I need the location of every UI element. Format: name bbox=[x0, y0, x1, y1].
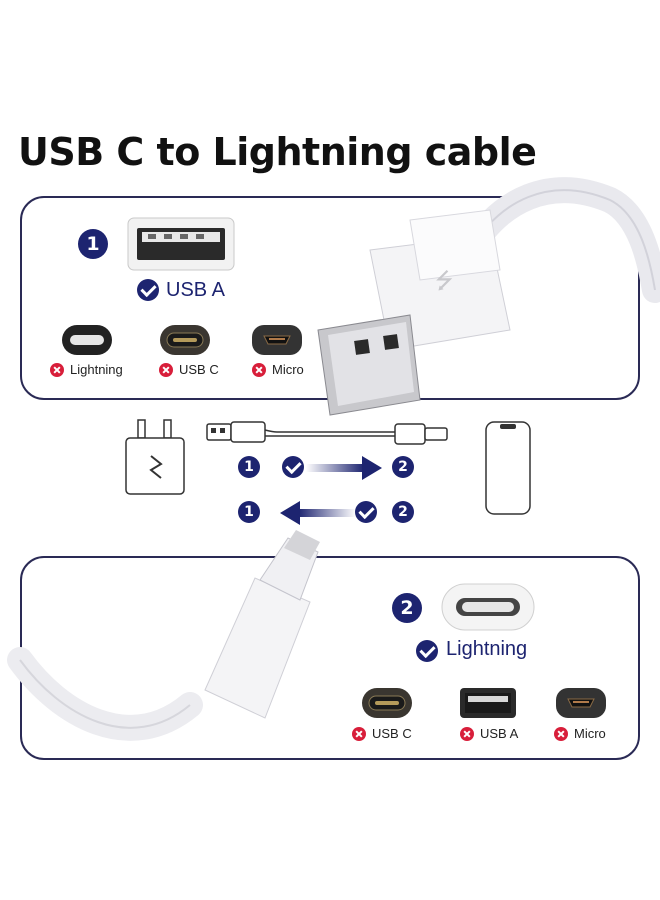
compatible-check-icon bbox=[416, 640, 438, 662]
flow-step-1: 1 bbox=[238, 456, 260, 478]
arrow-right-icon bbox=[306, 456, 382, 480]
page-title: USB C to Lightning cable bbox=[18, 130, 537, 174]
flow-step-2: 2 bbox=[392, 456, 414, 478]
step-number-2: 2 bbox=[392, 593, 422, 623]
incompatible-x-icon bbox=[554, 727, 568, 741]
power-adapter-icon bbox=[125, 419, 185, 495]
flow-check-icon bbox=[282, 456, 304, 478]
svg-text:⭍: ⭍ bbox=[435, 269, 453, 294]
compatible-check-icon bbox=[137, 279, 159, 301]
flow-check-icon bbox=[355, 501, 377, 523]
usb-a-port-icon bbox=[127, 217, 235, 271]
flow-step-1: 1 bbox=[238, 501, 260, 523]
step-number-1: 1 bbox=[78, 229, 108, 259]
usbc-port-icon bbox=[160, 325, 210, 355]
incompatible-port-label: Lightning bbox=[70, 362, 123, 377]
usba-port-icon bbox=[460, 688, 516, 718]
incompatible-port-label: USB C bbox=[179, 362, 219, 377]
usbc-port-icon bbox=[362, 688, 412, 718]
incompatible-port-label: Micro bbox=[272, 362, 304, 377]
compatible-port-label: Lightning bbox=[446, 638, 528, 660]
incompatible-port-label: USB A bbox=[480, 726, 519, 741]
micro-usb-port-icon bbox=[252, 325, 302, 355]
incompatible-x-icon bbox=[50, 363, 64, 377]
phone-icon bbox=[485, 421, 531, 515]
flow-step-2: 2 bbox=[392, 501, 414, 523]
compatible-port-label: USB A bbox=[166, 279, 225, 301]
incompatible-x-icon bbox=[352, 727, 366, 741]
lightning-port-icon bbox=[62, 325, 112, 355]
incompatible-port-label: Micro bbox=[574, 726, 606, 741]
incompatible-x-icon bbox=[460, 727, 474, 741]
micro-usb-port-icon bbox=[556, 688, 606, 718]
cable-icon bbox=[206, 421, 448, 445]
incompatible-x-icon bbox=[252, 363, 266, 377]
lightning-plug-image bbox=[7, 530, 320, 741]
usb-a-plug-image: ⭍ bbox=[317, 177, 660, 416]
incompatible-x-icon bbox=[159, 363, 173, 377]
arrow-left-icon bbox=[280, 501, 356, 525]
incompatible-port-label: USB C bbox=[372, 726, 412, 741]
lightning-port-icon bbox=[441, 583, 535, 631]
